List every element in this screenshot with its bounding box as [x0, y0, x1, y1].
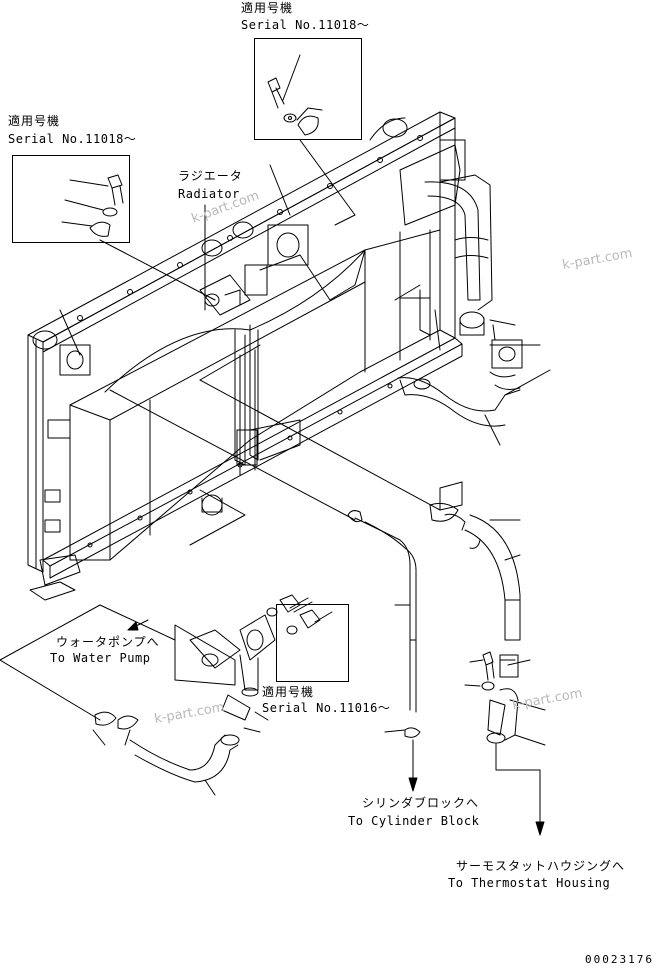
- thermostat-label-en: To Thermostat Housing: [448, 876, 611, 890]
- bypass-pipe: [347, 510, 421, 792]
- thermostat-pipe: [464, 651, 546, 836]
- thermostat-label-jp: サーモスタットハウジングへ: [456, 859, 626, 873]
- serial-box-1-serial: Serial No.11018～: [241, 18, 370, 32]
- radiator-core: [69, 139, 466, 561]
- serial-box-1-parts: [267, 54, 323, 136]
- serial-box-2-parts: [61, 174, 124, 237]
- lower-hose: [397, 339, 523, 427]
- lower-right-hose: [429, 481, 521, 641]
- serial-box-1: [254, 38, 362, 140]
- drawing-number: 00023176: [585, 953, 654, 966]
- radiator-label-jp: ラジエータ: [178, 169, 243, 183]
- leader-lines: [59, 139, 551, 521]
- serial-box-3-title: 適用号機: [262, 685, 315, 699]
- upper-hose: [424, 174, 493, 336]
- water-pump-arrow: [127, 619, 149, 631]
- radiator-label-en: Radiator: [178, 187, 240, 201]
- cylinder-label-jp: シリンダブロックへ: [362, 796, 480, 810]
- serial-box-2: [12, 155, 130, 243]
- water-pump-label-en: To Water Pump: [50, 651, 151, 665]
- serial-box-3-serial: Serial No.11016～: [262, 701, 391, 715]
- serial-box-3: [276, 604, 349, 682]
- serial-box-1-title: 適用号機: [241, 1, 294, 15]
- water-pump-label-jp: ウォータポンプへ: [56, 635, 160, 649]
- serial-box-2-title: 適用号機: [8, 114, 61, 128]
- radiator-frame: [27, 111, 463, 601]
- serial-box-2-serial: Serial No.11018～: [8, 132, 137, 146]
- water-pump-parts: [0, 489, 333, 796]
- cylinder-label-en: To Cylinder Block: [348, 814, 480, 828]
